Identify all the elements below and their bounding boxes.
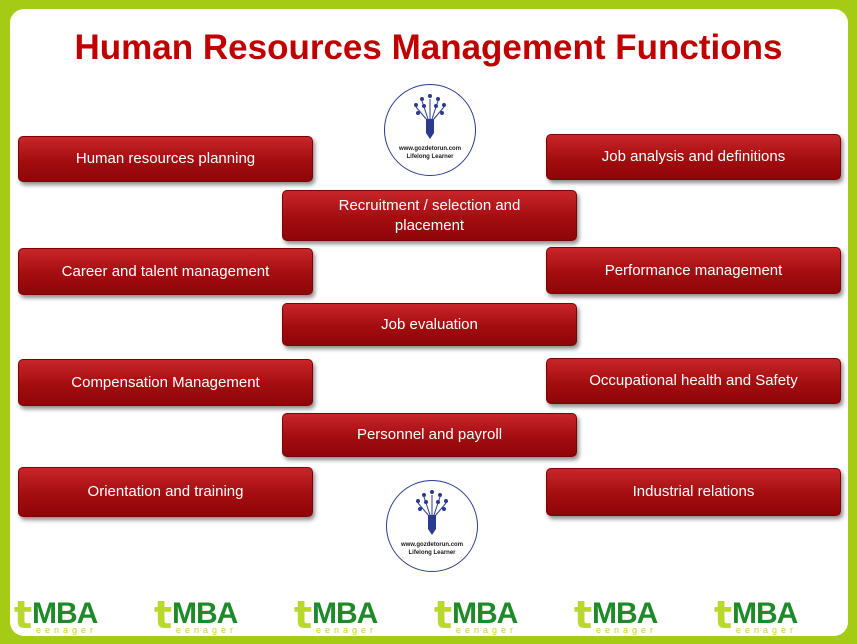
function-box: Human resources planning: [18, 136, 313, 182]
logo-t: t: [294, 593, 313, 637]
logo-sub: eenager: [456, 625, 518, 635]
logo-t: t: [714, 593, 733, 637]
logo-sub: eenager: [36, 625, 98, 635]
function-box: Occupational health and Safety: [546, 358, 841, 404]
logo-mba: MBA: [312, 597, 378, 630]
page-title: Human Resources Management Functions: [74, 28, 783, 67]
logo-t: t: [14, 593, 33, 637]
function-box: Job analysis and definitions: [546, 134, 841, 180]
logo-mba: MBA: [732, 597, 798, 630]
function-box: Orientation and training: [18, 467, 313, 517]
function-box: Career and talent management: [18, 248, 313, 295]
logo-sub: eenager: [176, 625, 238, 635]
function-box: Performance management: [546, 247, 841, 294]
logo-sub: eenager: [596, 625, 658, 635]
function-box: Industrial relations: [546, 468, 841, 516]
logo-t: t: [574, 593, 593, 637]
tree-pencil-icon: [414, 94, 446, 139]
function-box: Job evaluation: [282, 303, 577, 346]
logo-t: t: [434, 593, 453, 637]
logo-t: t: [154, 593, 173, 637]
logo-mba: MBA: [592, 597, 658, 630]
logo-mba: MBA: [32, 597, 98, 630]
function-box: Recruitment / selection and placement: [282, 190, 577, 241]
logo-mba: MBA: [452, 597, 518, 630]
function-box: Compensation Management: [18, 359, 313, 406]
logo-sub: eenager: [736, 625, 798, 635]
logo-sub: eenager: [316, 625, 378, 635]
tree-pencil-icon: [416, 490, 448, 535]
function-box: Personnel and payroll: [282, 413, 577, 457]
logo-mba: MBA: [172, 597, 238, 630]
